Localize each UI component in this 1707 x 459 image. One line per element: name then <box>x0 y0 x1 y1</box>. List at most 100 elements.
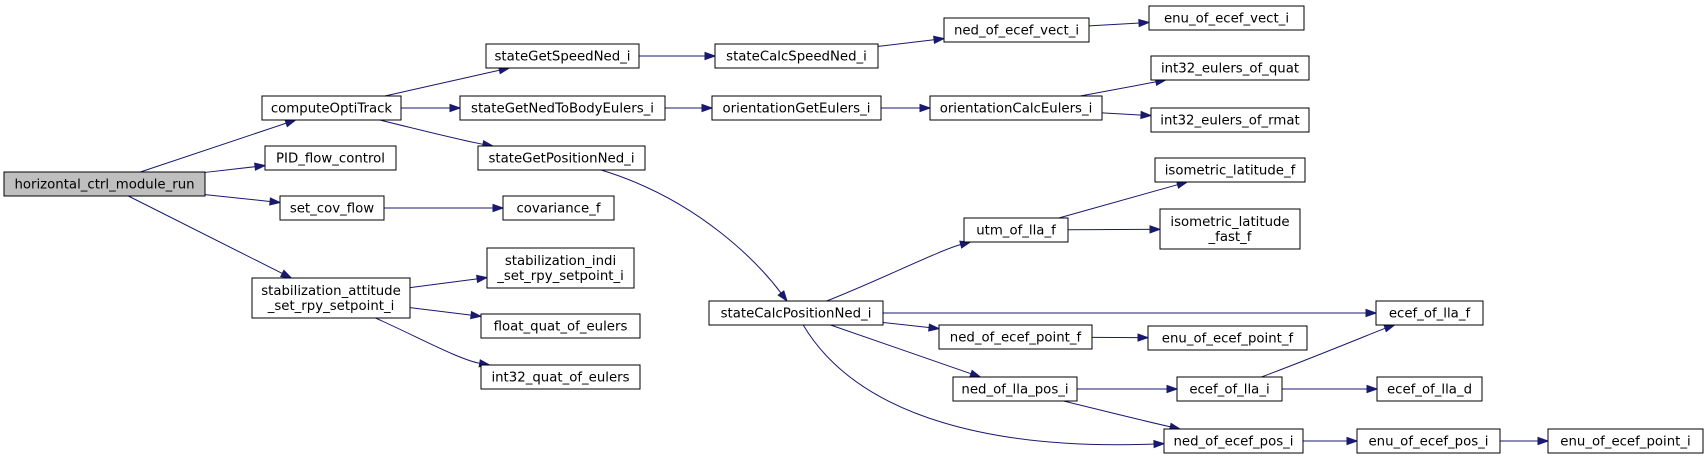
node-box <box>952 376 1078 402</box>
node-computeoptitrack[interactable]: computeOptiTrack <box>261 95 402 121</box>
edge-statecalcspeedned-i-to-ned-of-ecef-vect-i <box>877 35 946 47</box>
edge-statecalcpositionned-i-to-utm-of-lla-f <box>826 240 972 302</box>
node-box <box>477 145 646 171</box>
edge-horizontal-ctrl-module-run-to-pid-flow-control <box>204 162 267 173</box>
node-statecalcpositionned-i[interactable]: stateCalcPositionNed_i <box>708 300 884 326</box>
node-label: stateGetPositionNed_i <box>488 152 634 167</box>
edge-computeoptitrack-to-stategetnedtobodyeulers-i <box>401 103 462 113</box>
node-label: ned_of_ecef_point_f <box>950 331 1082 346</box>
node-stategetnedtobodyeulers-i[interactable]: stateGetNedToBodyEulers_i <box>459 95 666 121</box>
edge-arrowhead <box>254 162 267 171</box>
edge-computeoptitrack-to-stategetspeedned-i <box>384 66 511 97</box>
node-isometric-latitude-f[interactable]: isometric_latitude_f <box>1154 157 1306 183</box>
node-enu-of-ecef-vect-i[interactable]: enu_of_ecef_vect_i <box>1148 5 1305 31</box>
node-int32-quat-of-eulers[interactable]: int32_quat_of_eulers <box>480 364 641 390</box>
edge-arrowhead <box>279 269 293 279</box>
edge-utm-of-lla-f-to-isometric-latitude-fast-f <box>1067 225 1162 234</box>
edge-ned-of-lla-pos-i-to-ecef-of-lla-i <box>1077 384 1179 394</box>
edge-statecalcpositionned-i-to-ecef-of-lla-f <box>883 308 1378 318</box>
node-int32-eulers-of-quat[interactable]: int32_eulers_of_quat <box>1150 55 1310 81</box>
edge-ned-of-ecef-pos-i-to-enu-of-ecef-pos-i <box>1303 436 1359 446</box>
node-label: ned_of_ecef_vect_i <box>954 24 1079 39</box>
node-utm-of-lla-f[interactable]: utm_of_lla_f <box>963 217 1069 243</box>
edge-line <box>1088 22 1141 27</box>
edge-arrowhead <box>284 119 298 128</box>
node-box <box>714 43 879 69</box>
edge-ned-of-ecef-vect-i-to-enu-of-ecef-vect-i <box>1088 18 1151 28</box>
node-stategetpositionned-i[interactable]: stateGetPositionNed_i <box>477 145 646 171</box>
edge-arrowhead <box>1153 439 1166 449</box>
node-box <box>1154 157 1306 183</box>
edge-line <box>1058 183 1179 219</box>
node-enu-of-ecef-pos-i[interactable]: enu_of_ecef_pos_i <box>1356 428 1501 454</box>
edge-computeoptitrack-to-stategetpositionned-i <box>379 119 495 149</box>
node-enu-of-ecef-point-f[interactable]: enu_of_ecef_point_f <box>1147 325 1308 351</box>
node-box <box>1148 5 1305 31</box>
node-box <box>711 95 882 121</box>
node-label: enu_of_ecef_pos_i <box>1369 435 1489 450</box>
node-enu-of-ecef-point-i[interactable]: enu_of_ecef_point_i <box>1547 428 1704 454</box>
node-ecef-of-lla-d[interactable]: ecef_of_lla_d <box>1376 376 1483 402</box>
edge-arrowhead <box>1140 110 1153 120</box>
node-label: float_quat_of_eulers <box>494 320 628 335</box>
node-stabilization-attitude-set-rpy-setpoint-i[interactable]: stabilization_attitude_set_rpy_setpoint_… <box>251 277 411 319</box>
node-pid-flow-control[interactable]: PID_flow_control <box>264 145 397 171</box>
node-label: ecef_of_lla_d <box>1387 383 1472 398</box>
node-label: ecef_of_lla_i <box>1189 383 1269 398</box>
node-covariance-f[interactable]: covariance_f <box>502 195 615 221</box>
node-ned-of-lla-pos-i[interactable]: ned_of_lla_pos_i <box>952 376 1078 402</box>
node-ecef-of-lla-i[interactable]: ecef_of_lla_i <box>1176 376 1283 402</box>
edge-arrowhead <box>701 103 714 113</box>
edge-arrowhead <box>269 197 282 206</box>
edge-arrowhead <box>1383 324 1396 333</box>
edge-ned-of-lla-pos-i-to-ned-of-ecef-pos-i <box>1063 400 1182 431</box>
node-box <box>1163 428 1304 454</box>
edge-stabilization-attitude-set-rpy-setpoint-i-to-float-quat-of-eulers <box>409 307 483 320</box>
edge-line <box>128 195 284 275</box>
node-box <box>1176 376 1283 402</box>
node-stabilization-indi-set-rpy-setpoint-i[interactable]: stabilization_indi_set_rpy_setpoint_i <box>486 247 635 289</box>
edge-line <box>409 307 473 316</box>
edge-arrowhead <box>1366 384 1379 394</box>
edge-ned-of-ecef-point-f-to-enu-of-ecef-point-f <box>1091 333 1150 342</box>
node-statecalcspeedned-i[interactable]: stateCalcSpeedNed_i <box>714 43 879 69</box>
node-box <box>929 95 1103 121</box>
node-label: enu_of_ecef_point_i <box>1560 435 1690 450</box>
node-ecef-of-lla-f[interactable]: ecef_of_lla_f <box>1375 300 1484 326</box>
node-stategetspeedned-i[interactable]: stateGetSpeedNed_i <box>485 43 640 69</box>
node-ned-of-ecef-vect-i[interactable]: ned_of_ecef_vect_i <box>943 17 1090 43</box>
node-label: enu_of_ecef_vect_i <box>1164 12 1289 27</box>
node-set-cov-flow[interactable]: set_cov_flow <box>279 195 385 221</box>
edge-line <box>882 322 931 329</box>
edge-line <box>802 324 1156 446</box>
node-horizontal-ctrl-module-run[interactable]: horizontal_ctrl_module_run <box>3 171 206 197</box>
node-label: _set_rpy_setpoint_i <box>267 299 395 314</box>
node-label: set_cov_flow <box>290 202 374 217</box>
edge-orientationgeteulers-i-to-orientationcalceulers-i <box>881 103 932 113</box>
node-orientationgeteulers-i[interactable]: orientationGetEulers_i <box>711 95 882 121</box>
node-box <box>938 324 1093 350</box>
node-isometric-latitude-fast-f[interactable]: isometric_latitude_fast_f <box>1159 208 1301 250</box>
edge-line <box>379 119 485 145</box>
edge-stategetnedtobodyeulers-i-to-orientationgeteulers-i <box>665 103 714 113</box>
node-label: covariance_f <box>516 202 600 217</box>
edge-line <box>1261 327 1387 378</box>
node-int32-eulers-of-rmat[interactable]: int32_eulers_of_rmat <box>1150 107 1310 133</box>
edge-arrowhead <box>919 103 932 113</box>
edge-line <box>877 39 936 47</box>
node-ned-of-ecef-point-f[interactable]: ned_of_ecef_point_f <box>938 324 1093 350</box>
node-label: stateCalcPositionNed_i <box>721 307 872 322</box>
edge-arrowhead <box>1149 225 1162 234</box>
edge-line <box>600 169 782 295</box>
node-box <box>1159 208 1301 250</box>
edge-ecef-of-lla-i-to-ecef-of-lla-f <box>1261 324 1396 378</box>
edge-arrowhead <box>449 103 462 113</box>
edge-statecalcpositionned-i-to-ned-of-ecef-pos-i <box>802 324 1166 449</box>
edge-stategetspeedned-i-to-statecalcspeedned-i <box>639 51 717 61</box>
node-ned-of-ecef-pos-i[interactable]: ned_of_ecef_pos_i <box>1163 428 1304 454</box>
edge-line <box>826 243 962 302</box>
node-orientationcalceulers-i[interactable]: orientationCalcEulers_i <box>929 95 1103 121</box>
node-label: ecef_of_lla_f <box>1389 307 1471 322</box>
node-float-quat-of-eulers[interactable]: float_quat_of_eulers <box>480 313 641 339</box>
